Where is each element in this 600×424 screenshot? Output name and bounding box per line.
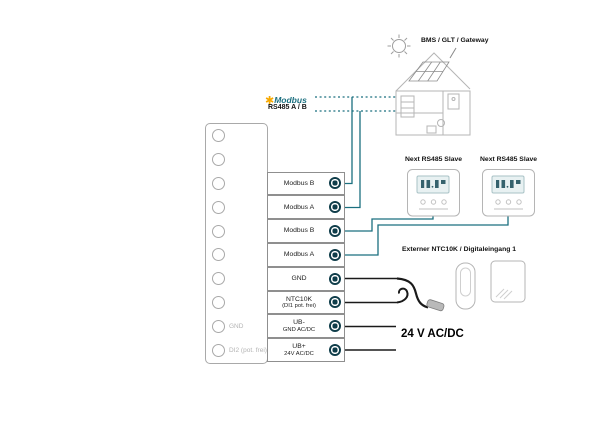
terminal-modbus-a-1: Modbus A — [267, 195, 345, 220]
modbus-a2-wire-to-slave2 — [342, 216, 509, 256]
terminal-dot — [329, 177, 341, 190]
strip-row — [206, 195, 267, 219]
terminal-hole-icon — [212, 343, 225, 357]
terminal-hole-icon — [212, 319, 225, 333]
modbus-b1-wire — [342, 97, 353, 185]
contact-sensor-illustration — [455, 262, 476, 310]
strip-row-label: DI2 (pot. frei) — [229, 346, 267, 354]
strip-row-gnd: GND — [206, 314, 267, 338]
terminal-hole-icon — [212, 272, 225, 286]
terminal-label: UB- — [293, 319, 305, 327]
terminal-modbus-b-1: Modbus B — [267, 171, 345, 196]
terminal-hole-icon — [212, 153, 225, 167]
terminal-label: Modbus B — [283, 227, 315, 235]
slave2-label: Next RS485 Slave — [480, 156, 538, 163]
external-input-label: Externer NTC10K / Digitaleingang 1 — [402, 246, 517, 253]
strip-row-di2: DI2 (pot. frei) — [206, 338, 267, 362]
terminal-modbus-b-2: Modbus B — [267, 219, 345, 243]
strip-row — [206, 148, 267, 172]
terminal-sub-label: (DI1 pot. frei) — [282, 303, 316, 310]
thermostat-button — [420, 199, 426, 205]
terminal-dot — [329, 248, 341, 261]
ntc-probe-illustration — [396, 277, 445, 312]
thermostat-button — [495, 199, 501, 205]
rs485-slave-device-2 — [482, 169, 535, 217]
terminal-label: Modbus A — [283, 251, 315, 259]
thermostat-button — [516, 199, 522, 205]
terminal-label: Modbus B — [283, 179, 315, 187]
terminal-strip: GND DI2 (pot. frei) — [205, 123, 268, 364]
modbus-star-icon: ✱ — [265, 95, 275, 107]
terminal-hole-icon — [212, 200, 225, 214]
thermostat-button — [441, 199, 447, 205]
sun-icon — [387, 34, 411, 58]
thermostat-button — [430, 199, 437, 205]
terminal-gnd: GND — [267, 266, 345, 291]
terminal-label: GND — [291, 274, 307, 282]
terminal-ntc10k: NTC10K(DI1 pot. frei) — [267, 290, 345, 315]
solar-panel-icon — [408, 61, 450, 82]
slave1-label: Next RS485 Slave — [405, 156, 463, 163]
wall-sensor-illustration — [490, 260, 526, 303]
strip-row — [206, 172, 267, 196]
terminal-ub-plus: UB+24V AC/DC — [267, 338, 345, 362]
modbus-a1-wire — [342, 111, 361, 209]
thermostat-button — [505, 199, 512, 205]
terminal-hole-icon — [212, 176, 225, 190]
strip-row-label: GND — [229, 322, 244, 330]
strip-row — [206, 219, 267, 243]
terminal-hole-icon — [212, 248, 225, 262]
strip-row — [206, 267, 267, 291]
rs485-label: RS485 A / B — [268, 104, 307, 111]
modbus-logo-text: Modbus — [274, 95, 307, 105]
strip-row — [206, 291, 267, 315]
terminal-dot — [329, 344, 341, 357]
terminal-sub-label: GND AC/DC — [282, 326, 316, 333]
bms-gateway-label: BMS / GLT / Gateway — [421, 37, 489, 44]
building-illustration — [395, 47, 471, 136]
strip-row — [206, 243, 267, 267]
rs485-slave-device-1 — [407, 169, 460, 217]
terminal-modbus-a-2: Modbus A — [267, 243, 345, 267]
terminal-dot — [329, 225, 341, 238]
terminal-label: UB+ — [292, 343, 306, 351]
modbus-b2-wire-to-slave1 — [342, 216, 434, 232]
terminal-dot — [329, 272, 341, 285]
terminal-dot — [329, 320, 341, 333]
power-supply-label: 24 V AC/DC — [401, 328, 464, 340]
strip-row — [206, 124, 267, 148]
modbus-logo: ✱Modbus — [265, 90, 307, 108]
terminal-label: NTC10K — [285, 295, 313, 303]
terminal-ub-minus: UB-GND AC/DC — [267, 314, 345, 339]
terminal-label: Modbus A — [283, 203, 315, 211]
terminal-sub-label: 24V AC/DC — [284, 350, 314, 357]
terminal-dot — [329, 296, 341, 309]
terminal-hole-icon — [212, 224, 225, 238]
terminal-hole-icon — [212, 295, 225, 309]
terminal-hole-icon — [212, 129, 225, 143]
terminal-dot — [329, 201, 341, 214]
